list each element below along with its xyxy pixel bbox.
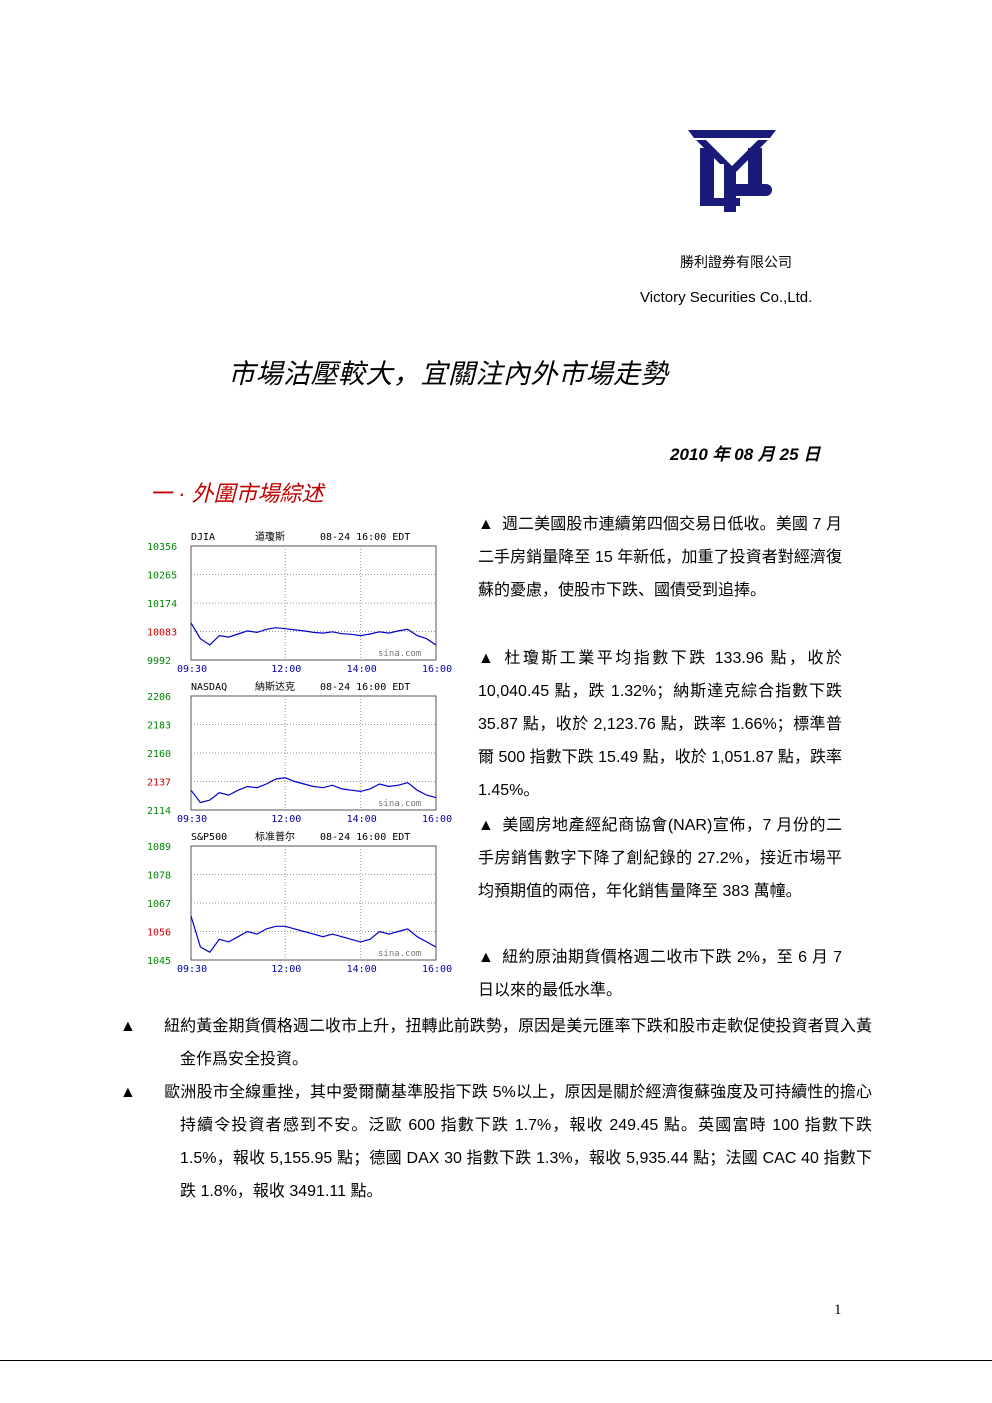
chart-2-x-tick: 16:00	[422, 814, 452, 825]
chart-1-x-tick: 16:00	[422, 664, 452, 675]
paragraph-text: 週二美國股市連續第四個交易日低收。美國 7 月二手房銷量降至 15 年新低，加重…	[478, 516, 842, 599]
paragraph-text: 歐洲股市全線重挫，其中愛爾蘭基準股指下跌 5%以上，原因是關於經濟復蘇強度及可持…	[164, 1084, 872, 1200]
footer-divider	[0, 1360, 992, 1361]
paragraph-text: 紐約黃金期貨價格週二收市上升，扭轉此前跌勢，原因是美元匯率下跌和股市走軟促使投資…	[164, 1018, 872, 1068]
chart-2-series-line	[190, 777, 437, 804]
chart-1-y-tick: 10083	[147, 628, 177, 639]
chart-1-x-tick: 12:00	[271, 664, 301, 675]
chart-3-y-tick: 1067	[147, 899, 171, 910]
chart-3-y-tick: 1078	[147, 871, 171, 882]
chart-1-name: 道瓊斯	[255, 530, 285, 543]
chart-1-series-line	[190, 622, 437, 646]
paragraph-text: 杜瓊斯工業平均指數下跌 133.96 點，收於 10,040.45 點，跌 1.…	[478, 650, 842, 799]
chart-3-x-tick: 14:00	[347, 964, 377, 975]
chart-3-watermark: sina.com	[378, 949, 421, 959]
chart-3-x-tick: 16:00	[422, 964, 452, 975]
chart-2-y-tick: 2137	[147, 778, 171, 789]
company-name-chinese: 勝利證券有限公司	[680, 254, 792, 270]
chart-2-y-tick: 2183	[147, 721, 171, 732]
chart-1-y-tick: 9992	[147, 656, 171, 667]
chart-2-y-tick: 2206	[147, 692, 171, 703]
chart-1-x-tick: 09:30	[177, 664, 207, 675]
chart-2-name: 納斯达克	[255, 680, 295, 693]
bullet-triangle-icon: ▲	[478, 516, 494, 533]
bullet-triangle-icon: ▲	[478, 650, 494, 667]
chart-2-symbol: NASDAQ	[191, 682, 227, 693]
chart-3-x-tick: 12:00	[271, 964, 301, 975]
chart-2-y-tick: 2114	[147, 806, 171, 817]
chart-1-x-tick: 14:00	[347, 664, 377, 675]
chart-3-name: 标准普尔	[255, 830, 295, 843]
page-number: 1	[834, 1302, 842, 1318]
chart-1-watermark: sina.com	[378, 649, 421, 659]
chart-2-x-tick: 09:30	[177, 814, 207, 825]
bullet-triangle-icon: ▲	[478, 949, 494, 966]
chart-3-y-tick: 1089	[147, 842, 171, 853]
company-name-english: Victory Securities Co.,Ltd.	[640, 289, 813, 306]
chart-1-y-tick: 10265	[147, 571, 177, 582]
chart-2-x-tick: 12:00	[271, 814, 301, 825]
victory-logo-icon	[688, 130, 776, 212]
chart-3-y-tick: 1056	[147, 928, 171, 939]
chart-1-symbol: DJIA	[191, 532, 215, 543]
chart-2-watermark: sina.com	[378, 799, 421, 809]
paragraph-housing: ▲美國房地產經紀商協會(NAR)宣佈，7 月份的二手房銷售數字下降了創紀錄的 2…	[478, 809, 842, 908]
paragraph-us-indices: ▲杜瓊斯工業平均指數下跌 133.96 點，收於 10,040.45 點，跌 1…	[478, 642, 842, 807]
chart-2-timestamp: 08-24 16:00 EDT	[320, 682, 410, 693]
document-date: 2010 年 08 月 25 日	[670, 445, 821, 464]
paragraph-crude-oil: ▲紐約原油期貨價格週二收市下跌 2%，至 6 月 7 日以來的最低水準。	[478, 941, 842, 1007]
bullet-triangle-icon: ▲	[478, 817, 494, 834]
chart-2-y-tick: 2160	[147, 749, 171, 760]
section-heading: 一 · 外圍市場綜述	[150, 481, 324, 506]
paragraph-europe: ▲歐洲股市全線重挫，其中愛爾蘭基準股指下跌 5%以上，原因是關於經濟復蘇強度及可…	[120, 1084, 872, 1200]
document-title: 市場沽壓較大，宜關注內外市場走勢	[228, 359, 668, 389]
chart-3-series-line	[190, 915, 437, 953]
chart-1-y-tick: 10174	[147, 599, 177, 610]
chart-2-x-tick: 14:00	[347, 814, 377, 825]
paragraph-text: 紐約原油期貨價格週二收市下跌 2%，至 6 月 7 日以來的最低水準。	[478, 949, 842, 999]
chart-3-y-tick: 1045	[147, 956, 171, 967]
paragraph-us-market: ▲週二美國股市連續第四個交易日低收。美國 7 月二手房銷量降至 15 年新低，加…	[478, 508, 842, 607]
chart-1-timestamp: 08-24 16:00 EDT	[320, 532, 410, 543]
paragraph-gold: ▲紐約黃金期貨價格週二收市上升，扭轉此前跌勢，原因是美元匯率下跌和股市走軟促使投…	[120, 1018, 872, 1068]
chart-3-timestamp: 08-24 16:00 EDT	[320, 832, 410, 843]
market-index-charts: DJIA 道瓊斯 08-24 16:00 EDT 10356 10265 10174 100…	[147, 530, 452, 975]
chart-3-x-tick: 09:30	[177, 964, 207, 975]
chart-3-symbol: S&P500	[191, 832, 227, 843]
chart-1-y-tick: 10356	[147, 542, 177, 553]
paragraph-text: 美國房地產經紀商協會(NAR)宣佈，7 月份的二手房銷售數字下降了創紀錄的 27…	[478, 817, 842, 900]
